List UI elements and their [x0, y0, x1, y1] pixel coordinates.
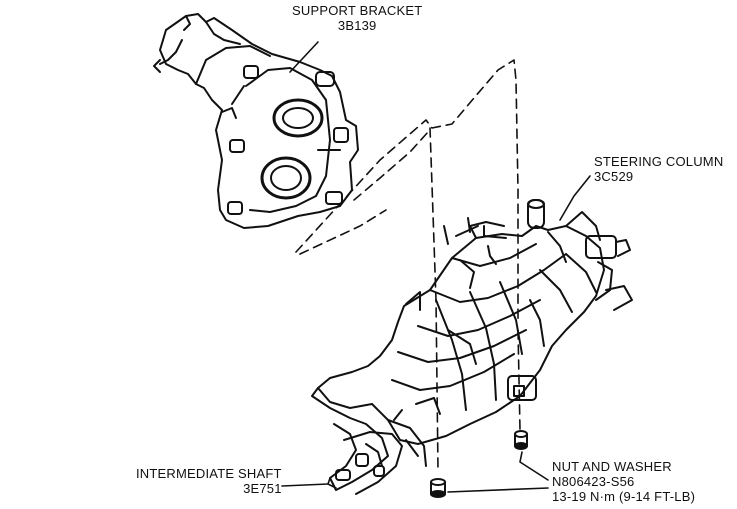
- steering-column-label: STEERING COLUMN: [594, 154, 724, 169]
- steering-column-part-number: 3C529: [594, 169, 634, 184]
- nut-and-washer-label: NUT AND WASHER: [552, 459, 672, 474]
- nut-and-washer-torque-spec: 13-19 N·m (9-14 FT-LB): [552, 489, 696, 504]
- intermediate-shaft-part-number: 3E751: [243, 481, 282, 496]
- intermediate-shaft-label: INTERMEDIATE SHAFT: [136, 466, 282, 481]
- support-bracket-part-number: 3B139: [337, 18, 377, 33]
- support-bracket-drawing: [153, 13, 359, 229]
- intermediate-shaft-drawing: [311, 387, 427, 495]
- support-bracket-label: SUPPORT BRACKET: [292, 3, 423, 18]
- nut-and-washer-part-number: N806423-S56: [552, 474, 635, 489]
- nut-and-washer-callout: NUT AND WASHER N806423-S56 13-19 N·m (9-…: [552, 459, 695, 504]
- steering-column-drawing: [317, 199, 633, 445]
- steering-column-callout: STEERING COLUMN 3C529: [594, 154, 723, 184]
- nut-washer-drawing: [430, 430, 528, 498]
- leader-lines: [281, 41, 591, 493]
- support-bracket-callout: SUPPORT BRACKET 3B139: [292, 3, 422, 33]
- intermediate-shaft-callout: INTERMEDIATE SHAFT 3E751: [136, 466, 282, 496]
